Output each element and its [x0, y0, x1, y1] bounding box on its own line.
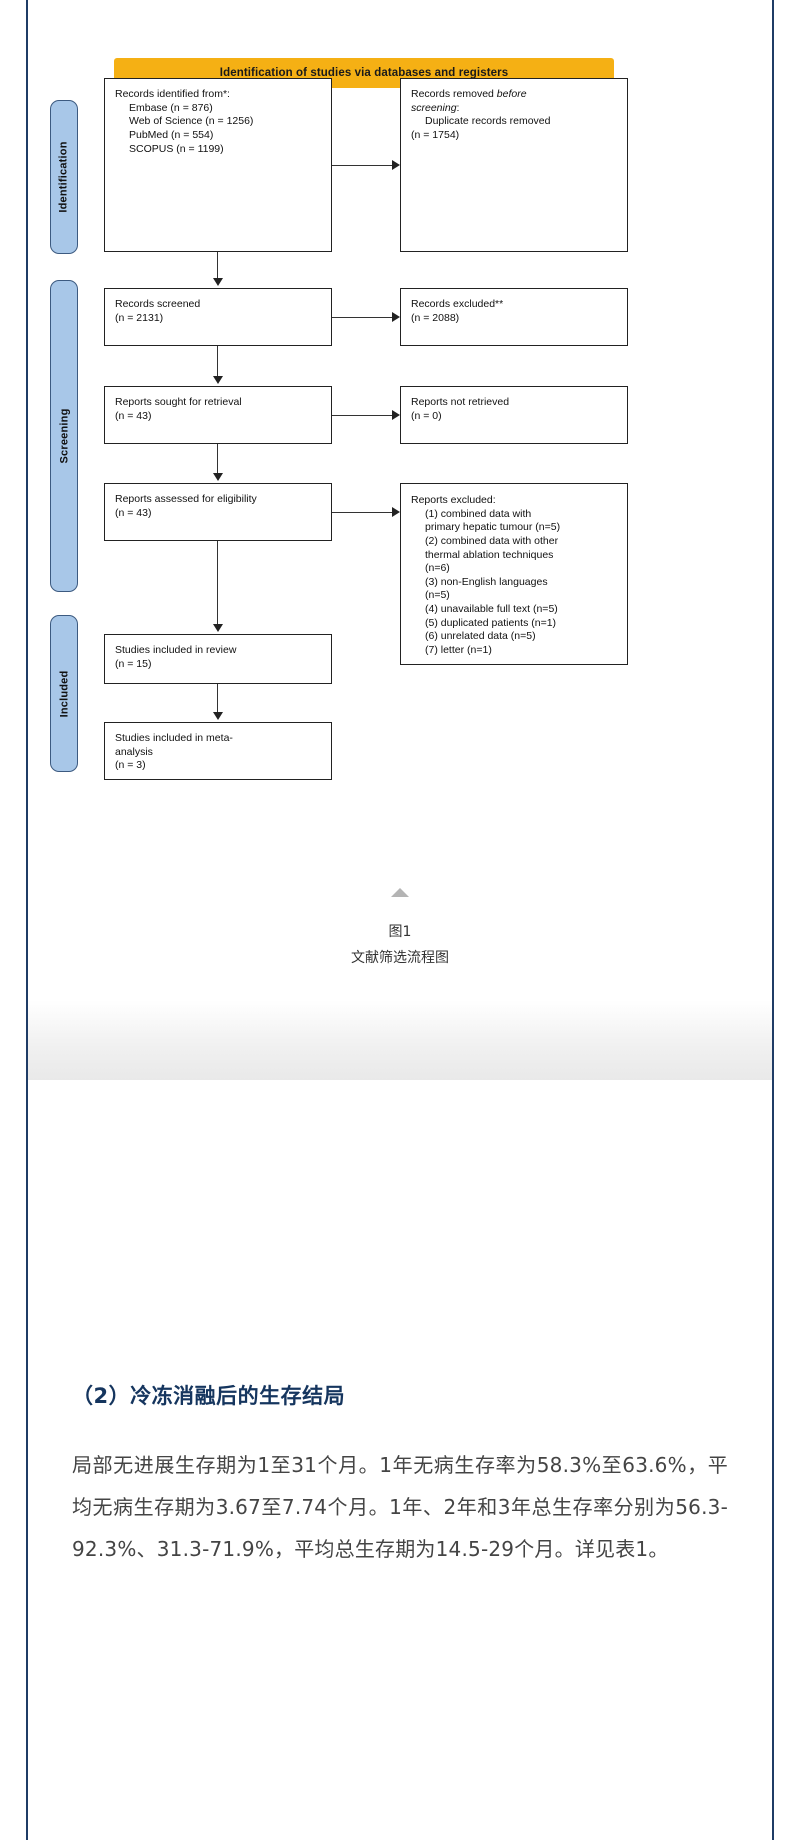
source-web-of-science: Web of Science (n = 1256) — [129, 115, 254, 128]
box-reports-sought-title: Reports sought for retrieval — [115, 396, 242, 408]
arrowhead-identified-to-screened — [213, 278, 223, 286]
duplicate-records-removed: Duplicate records removed — [425, 115, 551, 128]
arrowhead-in-review-to-in-meta — [213, 712, 223, 720]
stage-tab-identification-label: Identification — [58, 141, 70, 213]
box-studies-in-meta-count: (n = 3) — [115, 759, 146, 772]
stage-tab-screening-label: Screening — [58, 408, 70, 464]
page-right-rule — [772, 0, 774, 1840]
box-records-identified: Records identified from*: Embase (n = 87… — [104, 78, 332, 252]
source-embase: Embase (n = 876) — [129, 101, 213, 114]
box-records-excluded: Records excluded** (n = 2088) — [400, 288, 628, 346]
arrowhead-assessed-to-in-review — [213, 624, 223, 632]
box-records-excluded-count: (n = 2088) — [411, 311, 460, 324]
arrowhead-sought-to-assessed — [213, 473, 223, 481]
reason-2: (2) combined data with other — [425, 534, 559, 547]
connector-screened-to-sought — [217, 346, 219, 376]
box-reports-sought-count: (n = 43) — [115, 409, 152, 422]
box-records-screened-title: Records screened — [115, 298, 201, 310]
box-reports-assessed-count: (n = 43) — [115, 506, 152, 519]
box-records-removed-em1: before — [496, 88, 527, 100]
box-records-removed-em2: screening — [411, 101, 457, 114]
page-left-rule — [26, 0, 28, 1840]
box-reports-not-retrieved-title: Reports not retrieved — [411, 396, 510, 408]
box-reports-excluded-title: Reports excluded: — [411, 494, 496, 506]
connector-sought-to-not-retrieved — [332, 415, 392, 417]
box-records-excluded-title: Records excluded** — [411, 298, 504, 310]
connector-assessed-to-in-review — [217, 541, 219, 624]
box-studies-in-meta-title2: analysis — [115, 745, 153, 758]
box-studies-in-review: Studies included in review (n = 15) — [104, 634, 332, 684]
figure-caption: 图1 文献筛选流程图 — [28, 920, 772, 972]
box-studies-in-review-count: (n = 15) — [115, 657, 152, 670]
connector-sought-to-assessed — [217, 444, 219, 473]
box-records-removed-colon: : — [456, 101, 460, 114]
stage-tab-included-label: Included — [58, 670, 71, 717]
box-studies-in-review-title: Studies included in review — [115, 644, 237, 656]
figure-caption-text: 文献筛选流程图 — [351, 949, 449, 966]
figure-caption-number: 图1 — [388, 924, 412, 940]
arrowhead-sought-to-not-retrieved — [392, 410, 400, 420]
arrowhead-screened-to-sought — [213, 376, 223, 384]
section-gap — [28, 1080, 772, 1120]
box-reports-excluded-list: Reports excluded: (1) combined data with… — [400, 483, 628, 665]
caret-up-icon[interactable] — [391, 888, 409, 897]
arrowhead-assessed-to-reports-excluded — [392, 507, 400, 517]
box-reports-not-retrieved-count: (n = 0) — [411, 409, 442, 422]
arrowhead-identified-to-removed — [392, 160, 400, 170]
connector-assessed-to-reports-excluded — [332, 512, 392, 514]
connector-identified-to-screened — [217, 252, 219, 278]
article-section: （2）冷冻消融后的生存结局 局部无进展生存期为1至31个月。1年无病生存率为58… — [28, 1380, 772, 1570]
connector-in-review-to-in-meta — [217, 684, 219, 712]
duplicate-records-count: (n = 1754) — [411, 128, 460, 141]
box-records-screened-count: (n = 2131) — [115, 311, 164, 324]
stage-tab-screening: Screening — [50, 280, 78, 592]
box-reports-not-retrieved: Reports not retrieved (n = 0) — [400, 386, 628, 444]
reason-6: (6) unrelated data (n=5) — [425, 630, 536, 643]
box-records-removed-line1: Records removed — [411, 88, 497, 100]
box-studies-in-meta-title: Studies included in meta- — [115, 732, 233, 744]
box-reports-assessed-title: Reports assessed for eligibility — [115, 493, 257, 505]
article-body: 局部无进展生存期为1至31个月。1年无病生存率为58.3%至63.6%，平均无病… — [72, 1453, 728, 1561]
connector-identified-to-removed — [332, 165, 392, 167]
article-heading: （2）冷冻消融后的生存结局 — [72, 1384, 346, 1408]
reason-1-cont: primary hepatic tumour (n=5) — [425, 521, 561, 534]
stage-tab-identification: Identification — [50, 100, 78, 254]
reason-7: (7) letter (n=1) — [425, 644, 492, 657]
box-reports-sought: Reports sought for retrieval (n = 43) — [104, 386, 332, 444]
reason-2-cont: thermal ablation techniques — [425, 548, 554, 561]
box-records-screened: Records screened (n = 2131) — [104, 288, 332, 346]
source-pubmed: PubMed (n = 554) — [129, 128, 214, 141]
box-reports-assessed: Reports assessed for eligibility (n = 43… — [104, 483, 332, 541]
prisma-banner-title: Identification of studies via databases … — [219, 67, 509, 79]
reason-3: (3) non-English languages — [425, 575, 548, 588]
reason-4: (4) unavailable full text (n=5) — [425, 603, 558, 616]
connector-screened-to-excluded — [332, 317, 392, 319]
reason-5: (5) duplicated patients (n=1) — [425, 616, 557, 629]
reason-3-count: (n=5) — [425, 589, 450, 602]
prisma-flow-diagram: Identification of studies via databases … — [28, 0, 772, 830]
box-studies-in-meta-analysis: Studies included in meta- analysis (n = … — [104, 722, 332, 780]
arrowhead-screened-to-excluded — [392, 312, 400, 322]
box-records-removed: Records removed before screening: Duplic… — [400, 78, 628, 252]
reason-2-count: (n=6) — [425, 562, 450, 575]
source-scopus: SCOPUS (n = 1199) — [129, 142, 224, 155]
figure-fade-strip — [28, 1000, 772, 1080]
box-records-identified-heading: Records identified from*: — [115, 88, 230, 100]
reason-1: (1) combined data with — [425, 507, 532, 520]
stage-tab-included: Included — [50, 615, 78, 772]
prisma-figure-block: Identification of studies via databases … — [28, 0, 772, 1160]
